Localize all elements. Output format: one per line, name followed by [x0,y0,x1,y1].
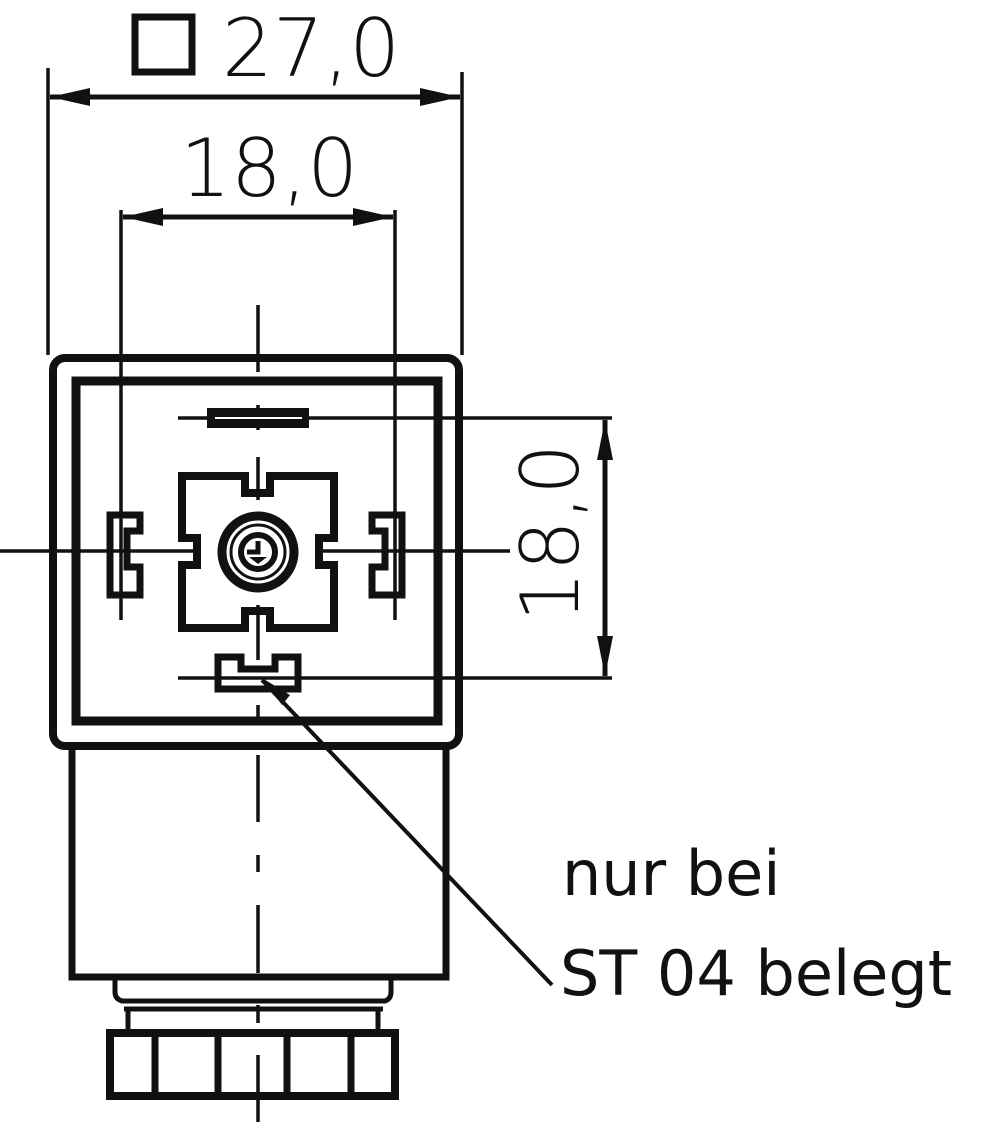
note-line-2: ST 04 belegt [560,937,952,1010]
square-symbol-icon [131,13,196,76]
dimension-label-27: 27,0 [222,2,400,95]
dimension-contact-spacing-horizontal: 18,0 [119,122,397,620]
dimension-label-18-vertical: 18,0 [504,444,597,622]
connector-body [68,748,450,1033]
annotation-note: nur bei ST 04 belegt [560,837,952,1010]
dimension-overall-width: 27,0 [46,2,464,355]
center-socket [178,472,338,632]
contact-left [106,511,144,599]
contact-right [368,511,406,599]
connector-housing-front [49,354,463,750]
leader-line [260,678,554,987]
arrowhead-icon [420,88,460,106]
arrowhead-icon [50,88,90,106]
cable-gland-nut [106,1029,399,1100]
arrowhead-icon [262,678,290,705]
center-screw-icon [217,511,299,593]
outer-housing [49,354,463,750]
inner-frame [71,376,443,726]
contact-bottom-st04 [214,653,302,693]
dimension-label-18-horizontal: 18,0 [180,122,358,215]
note-line-1: nur bei [562,837,781,910]
